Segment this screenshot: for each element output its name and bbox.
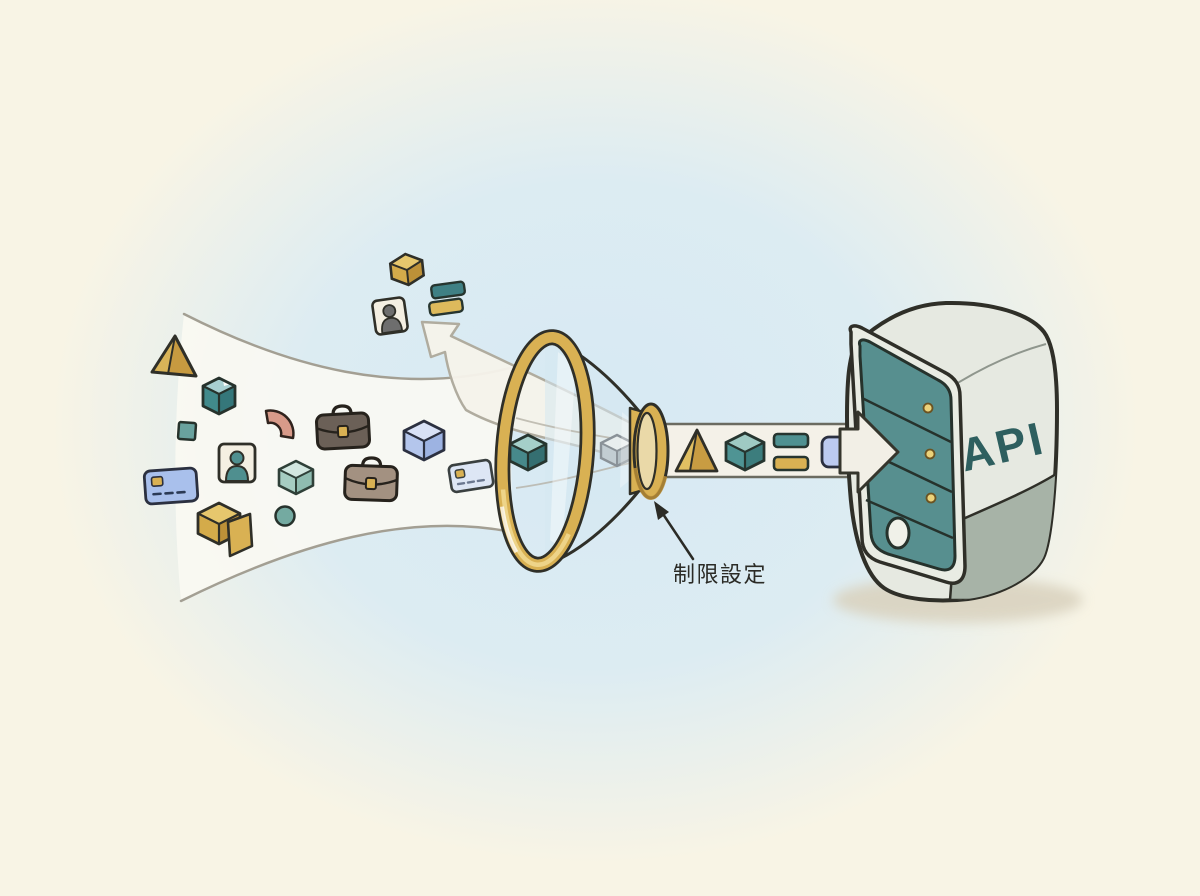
rejected-icons	[371, 252, 466, 336]
server-base-band	[948, 472, 1057, 601]
server-top-seam	[955, 343, 1047, 385]
small-square-icon	[176, 420, 198, 442]
arc-segment-icon	[264, 409, 295, 440]
rejected-equals-bars-icon	[428, 280, 466, 317]
briefcase-dark-icon	[315, 404, 371, 451]
briefcase-light-icon	[343, 456, 399, 503]
api-server: API	[833, 300, 1083, 623]
annotation: 制限設定	[654, 501, 767, 588]
light-teal-cube-icon	[277, 459, 315, 496]
server-front-face	[858, 338, 957, 572]
funnel-mouth-ring	[494, 329, 596, 573]
gold-cube-icon	[196, 501, 254, 558]
filtered-stream	[660, 422, 862, 479]
id-card-person-icon	[217, 442, 257, 484]
pyramid-icon	[150, 334, 198, 378]
rejected-gold-cube-icon	[388, 252, 426, 287]
annotation-arrow-line	[659, 509, 695, 561]
blue-cube-icon	[402, 419, 446, 462]
passed-equals-bars-icon	[772, 432, 810, 472]
passed-teal-cube-icon	[724, 431, 766, 472]
credit-card-icon	[142, 466, 200, 506]
funnel-neck-ring	[628, 402, 670, 500]
server-led-3	[925, 492, 937, 504]
funnel-label: 制限設定	[673, 563, 767, 588]
server-led-1	[922, 402, 934, 414]
passed-pyramid-icon	[674, 428, 719, 473]
server-power-button	[885, 516, 911, 550]
light-credit-card-icon	[447, 458, 495, 494]
funnel-rings	[494, 329, 670, 573]
circle-icon	[274, 505, 296, 527]
open-box-icon	[201, 376, 237, 416]
server-details	[948, 343, 1057, 601]
glass-highlight	[550, 352, 576, 548]
ingest-arrow	[838, 410, 900, 494]
server-led-2	[924, 448, 936, 460]
funnel-teal-cube-icon	[508, 433, 548, 472]
funnel-faded-cube-icon	[599, 433, 635, 468]
incoming-icons	[142, 334, 495, 558]
stream-bottom-edge	[179, 524, 514, 603]
stream-body	[175, 314, 512, 601]
annotation-arrowhead	[654, 501, 669, 520]
rejected-id-card-icon	[371, 296, 409, 336]
